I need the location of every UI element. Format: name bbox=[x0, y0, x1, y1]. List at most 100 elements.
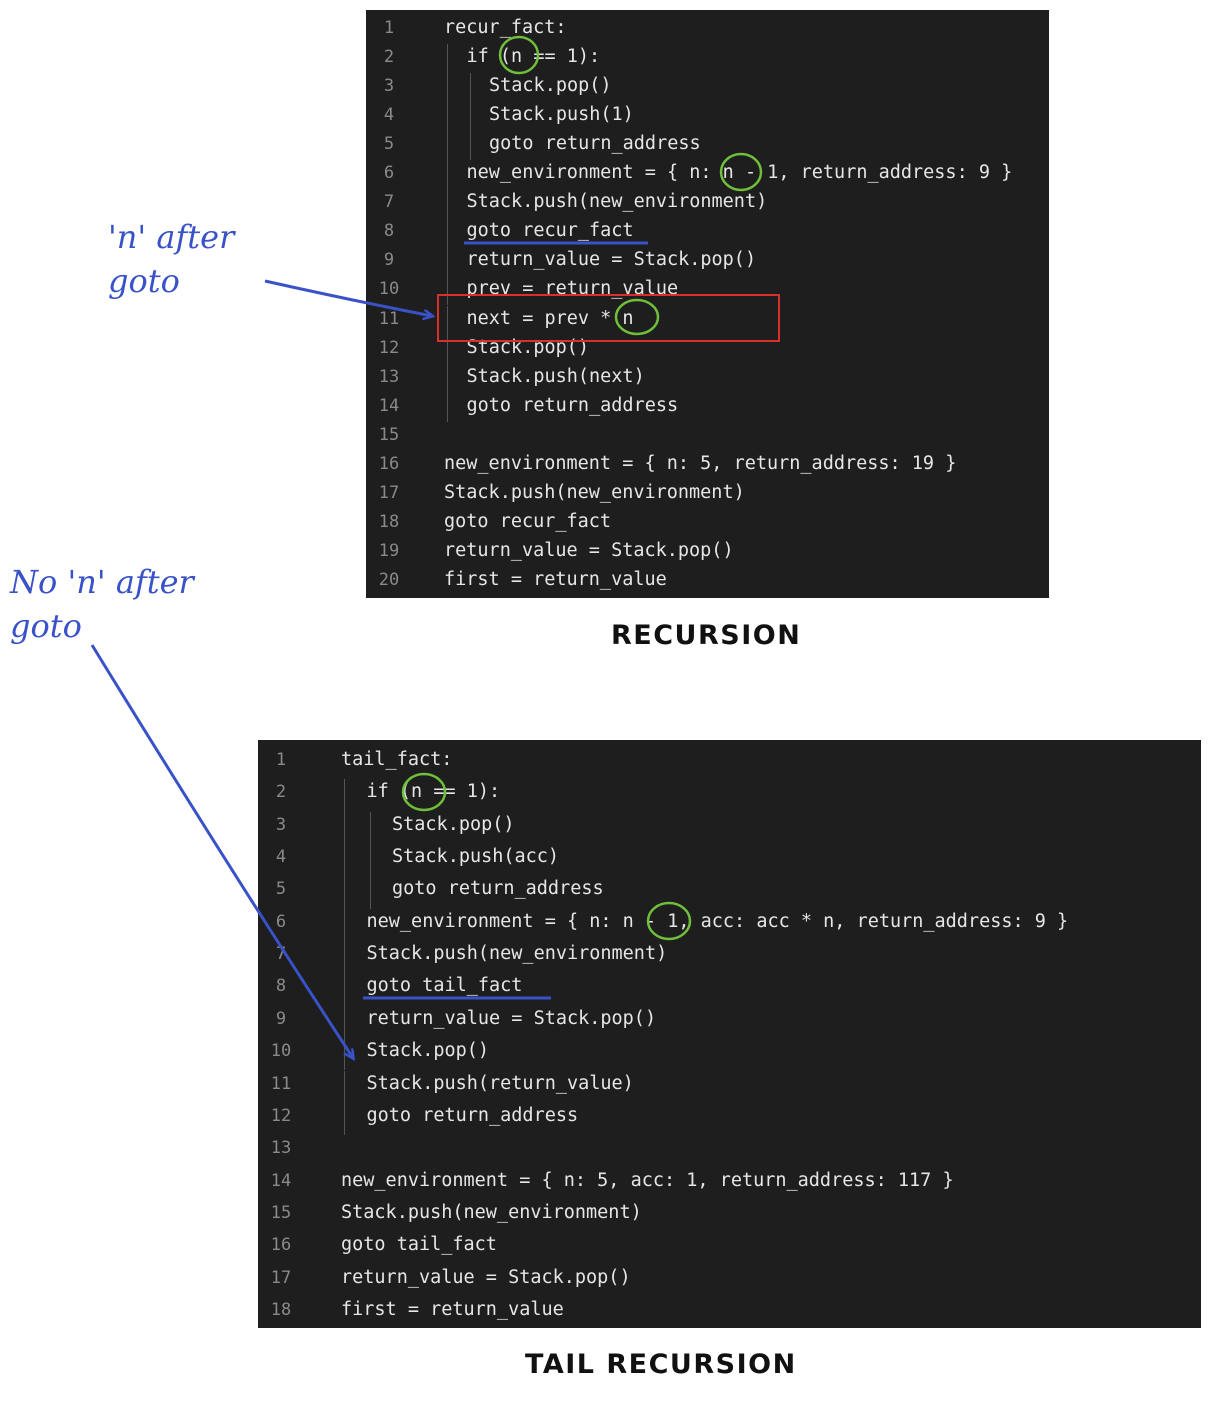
indent-guide bbox=[344, 1038, 345, 1071]
line-code: Stack.pop() bbox=[466, 336, 590, 358]
line-code: Stack.push(return_value) bbox=[366, 1072, 634, 1094]
line-number: 1 bbox=[275, 750, 287, 770]
code-line: 10 prev = return_value bbox=[366, 276, 1049, 306]
line-code: Stack.push(new_environment) bbox=[444, 481, 745, 503]
line-number: 4 bbox=[383, 105, 395, 126]
indent-guide bbox=[344, 1005, 345, 1039]
line-number: 17 bbox=[270, 1267, 292, 1288]
code-line: 17 return_value = Stack.pop() bbox=[258, 1265, 1201, 1291]
indent-guide bbox=[369, 844, 371, 877]
line-code: return_value = Stack.pop() bbox=[366, 1007, 657, 1029]
line-number: 13 bbox=[378, 366, 400, 387]
indent-guide bbox=[344, 844, 345, 877]
indent-guide bbox=[447, 160, 448, 190]
line-code: goto tail_fact bbox=[341, 1234, 497, 1256]
line-code: if (n == 1): bbox=[366, 781, 501, 803]
indent-guide bbox=[447, 334, 448, 364]
line-code: goto tail_fact bbox=[366, 975, 523, 997]
line-code: Stack.push(1) bbox=[489, 104, 634, 126]
code-line: 7 Stack.push(new_environment) bbox=[366, 189, 1049, 219]
indent-guide bbox=[469, 131, 471, 161]
line-number: 1 bbox=[383, 18, 395, 38]
line-code: first = return_value bbox=[341, 1298, 564, 1320]
indent-guide bbox=[447, 73, 448, 103]
line-code: first = return_value bbox=[444, 568, 667, 590]
line-code: goto return_address bbox=[366, 1104, 579, 1126]
line-number: 5 bbox=[383, 134, 395, 155]
line-code: new_environment = { n: n - 1, return_add… bbox=[466, 162, 1013, 184]
line-number: 4 bbox=[275, 847, 287, 868]
indent-guide bbox=[447, 305, 448, 335]
indent-guide bbox=[344, 908, 345, 942]
line-number: 7 bbox=[383, 192, 395, 213]
line-number: 8 bbox=[275, 976, 287, 997]
code-line: 13 Stack.push(next) bbox=[366, 363, 1049, 393]
indent-guide bbox=[344, 941, 345, 974]
line-number: 7 bbox=[275, 944, 287, 965]
line-code: Stack.push(next) bbox=[466, 365, 645, 387]
line-number: 17 bbox=[378, 482, 400, 503]
line-code: recur_fact: bbox=[444, 17, 567, 38]
line-number: 10 bbox=[378, 279, 400, 300]
line-code: goto recur_fact bbox=[444, 510, 612, 532]
indent-guide bbox=[469, 102, 471, 132]
line-number: 11 bbox=[270, 1073, 292, 1094]
line-code: next = prev * n bbox=[466, 307, 634, 329]
line-code: return_value = Stack.pop() bbox=[444, 539, 734, 561]
indent-guide bbox=[447, 247, 448, 277]
code-line: 16 new_environment = { n: 5, return_addre… bbox=[366, 451, 1049, 477]
code-line: 8 goto tail_fact bbox=[258, 973, 1201, 1006]
line-number: 14 bbox=[378, 395, 400, 416]
line-code: new_environment = { n: 5, return_address… bbox=[444, 452, 957, 474]
indent-guide bbox=[447, 392, 448, 422]
line-number: 8 bbox=[383, 221, 395, 242]
note-n-after-goto: 'n' after goto bbox=[108, 218, 235, 300]
line-number: 18 bbox=[378, 511, 400, 532]
line-number: 15 bbox=[378, 424, 400, 445]
line-number: 16 bbox=[270, 1235, 292, 1256]
indent-guide bbox=[447, 102, 448, 132]
line-number: 14 bbox=[270, 1170, 292, 1191]
code-line: 20 first = return_value bbox=[366, 567, 1049, 593]
indent-guide bbox=[344, 811, 345, 845]
line-code: return_value = Stack.pop() bbox=[466, 249, 757, 271]
line-number: 9 bbox=[383, 250, 395, 271]
line-code: Stack.push(new_environment) bbox=[466, 191, 768, 213]
line-number: 18 bbox=[270, 1299, 292, 1320]
indent-guide bbox=[447, 218, 448, 248]
line-number: 12 bbox=[378, 337, 400, 358]
code-line: 18 first = return_value bbox=[258, 1297, 1201, 1323]
code-line: 4 Stack.push(1) bbox=[366, 102, 1049, 132]
line-number: 20 bbox=[378, 569, 400, 590]
line-code: return_value = Stack.pop() bbox=[341, 1266, 631, 1288]
line-number: 9 bbox=[275, 1008, 287, 1029]
line-code: Stack.pop() bbox=[366, 1040, 490, 1062]
code-line: 4 Stack.push(acc) bbox=[258, 844, 1201, 877]
line-code: Stack.pop() bbox=[489, 75, 612, 97]
indent-guide bbox=[344, 779, 345, 812]
line-number: 6 bbox=[275, 911, 287, 932]
code-line: 17 Stack.push(new_environment) bbox=[366, 480, 1049, 506]
indent-guide bbox=[344, 1070, 345, 1103]
code-line: 9 return_value = Stack.pop() bbox=[366, 247, 1049, 277]
code-line: 15 bbox=[366, 422, 1049, 448]
line-number: 16 bbox=[378, 453, 400, 474]
line-code: Stack.push(acc) bbox=[392, 846, 560, 868]
line-code: prev = return_value bbox=[466, 278, 679, 300]
indent-guide bbox=[344, 973, 345, 1006]
